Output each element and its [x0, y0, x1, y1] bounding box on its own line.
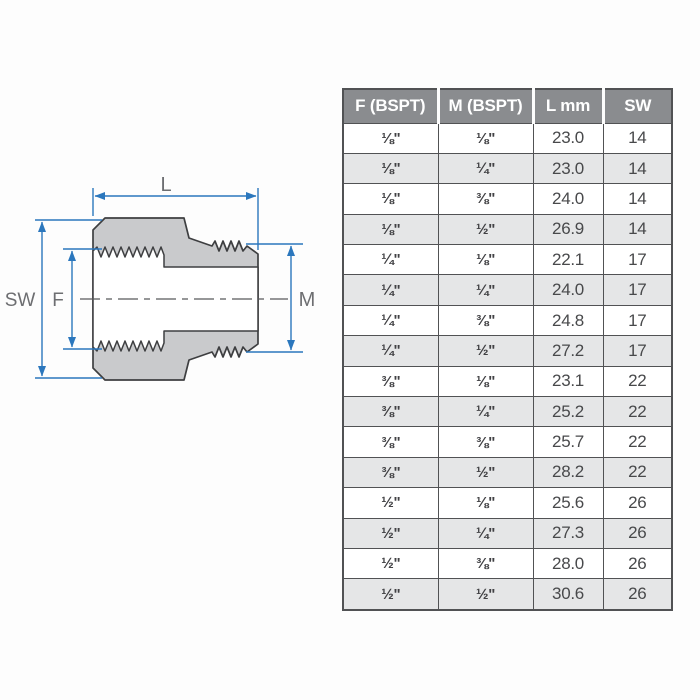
dimension-sw	[35, 219, 102, 379]
table-cell: 25.2	[532, 396, 604, 428]
table-cell: ⅜"	[342, 426, 439, 458]
table-cell: ⅜"	[342, 456, 439, 489]
dimension-l	[92, 188, 259, 250]
table-cell: ¼"	[342, 274, 439, 306]
table-cell: ½"	[342, 578, 439, 611]
table-cell: ¼"	[342, 335, 439, 367]
table-cell: ½"	[437, 456, 534, 489]
table-cell: 22	[602, 365, 673, 398]
column-header-l-mm: L mm	[531, 88, 604, 124]
table-cell: 28.0	[532, 547, 604, 580]
table-cell: 26.9	[532, 213, 604, 246]
table-cell: ½"	[437, 213, 534, 246]
table-cell: 17	[602, 335, 673, 367]
table-cell: ¼"	[342, 304, 439, 337]
table-cell: 28.2	[532, 456, 604, 489]
table-cell: 22	[602, 396, 673, 428]
table-cell: 17	[602, 304, 673, 337]
fitting-diagram: L SW F M	[5, 174, 316, 381]
table-cell: 26	[602, 547, 673, 580]
dim-label-f: F	[52, 290, 64, 311]
table-cell: ⅛"	[342, 183, 439, 215]
table-cell: ⅜"	[342, 396, 439, 428]
table-cell: ⅜"	[437, 547, 534, 580]
column-header-f-bspt: F (BSPT)	[342, 88, 439, 124]
header-row: F (BSPT) M (BSPT) L mm SW	[342, 88, 673, 124]
table-cell: ⅛"	[342, 213, 439, 246]
table-cell: ⅜"	[437, 183, 534, 215]
table-cell: ⅛"	[437, 244, 534, 276]
table-cell: 17	[602, 244, 673, 276]
table-cell: ⅛"	[342, 152, 439, 185]
table-cell: ⅛"	[437, 365, 534, 398]
table-cell: 22.1	[532, 244, 604, 276]
dim-label-sw: SW	[5, 290, 36, 311]
table-cell: 14	[602, 183, 673, 215]
table-cell: ½"	[342, 517, 439, 549]
dim-label-m: M	[299, 289, 316, 311]
table-cell: 26	[602, 487, 673, 519]
table-cell: 24.0	[532, 183, 604, 215]
table-cell: ⅜"	[437, 426, 534, 458]
table-cell: ¼"	[437, 274, 534, 306]
dim-label-l: L	[160, 174, 171, 196]
spec-table-header: F (BSPT) M (BSPT) L mm SW	[342, 88, 673, 124]
table-cell: 25.7	[532, 426, 604, 458]
table-cell: ⅜"	[342, 365, 439, 398]
table-cell: 14	[602, 213, 673, 246]
table-cell: ¼"	[437, 396, 534, 428]
table-cell: ¼"	[342, 244, 439, 276]
table-cell: ⅛"	[437, 122, 534, 154]
table-cell: 14	[602, 122, 673, 154]
table-cell: 30.6	[532, 578, 604, 611]
table-cell: 26	[602, 517, 673, 549]
table-cell: ½"	[437, 335, 534, 367]
table-cell: 25.6	[532, 487, 604, 519]
table-cell: ⅛"	[437, 487, 534, 519]
table-cell: 14	[602, 152, 673, 185]
table-cell: ½"	[437, 578, 534, 611]
table-cell: 23.0	[532, 122, 604, 154]
table-cell: ½"	[342, 547, 439, 580]
table-cell: 27.2	[532, 335, 604, 367]
dimension-m	[246, 243, 303, 353]
table-cell: 22	[602, 456, 673, 489]
table-cell: ⅜"	[437, 304, 534, 337]
table-cell: ¼"	[437, 517, 534, 549]
table-cell: 17	[602, 274, 673, 306]
column-header-sw: SW	[601, 88, 673, 124]
table-cell: 24.8	[532, 304, 604, 337]
table-cell: 23.1	[532, 365, 604, 398]
column-header-m-bspt: M (BSPT)	[436, 88, 534, 124]
table-cell: 24.0	[532, 274, 604, 306]
table-cell: ½"	[342, 487, 439, 519]
table-cell: 26	[602, 578, 673, 611]
table-cell: 22	[602, 426, 673, 458]
table-cell: ¼"	[437, 152, 534, 185]
table-cell: 23.0	[532, 152, 604, 185]
table-cell: 27.3	[532, 517, 604, 549]
table-cell: ⅛"	[342, 122, 439, 154]
dimension-f	[63, 248, 102, 350]
